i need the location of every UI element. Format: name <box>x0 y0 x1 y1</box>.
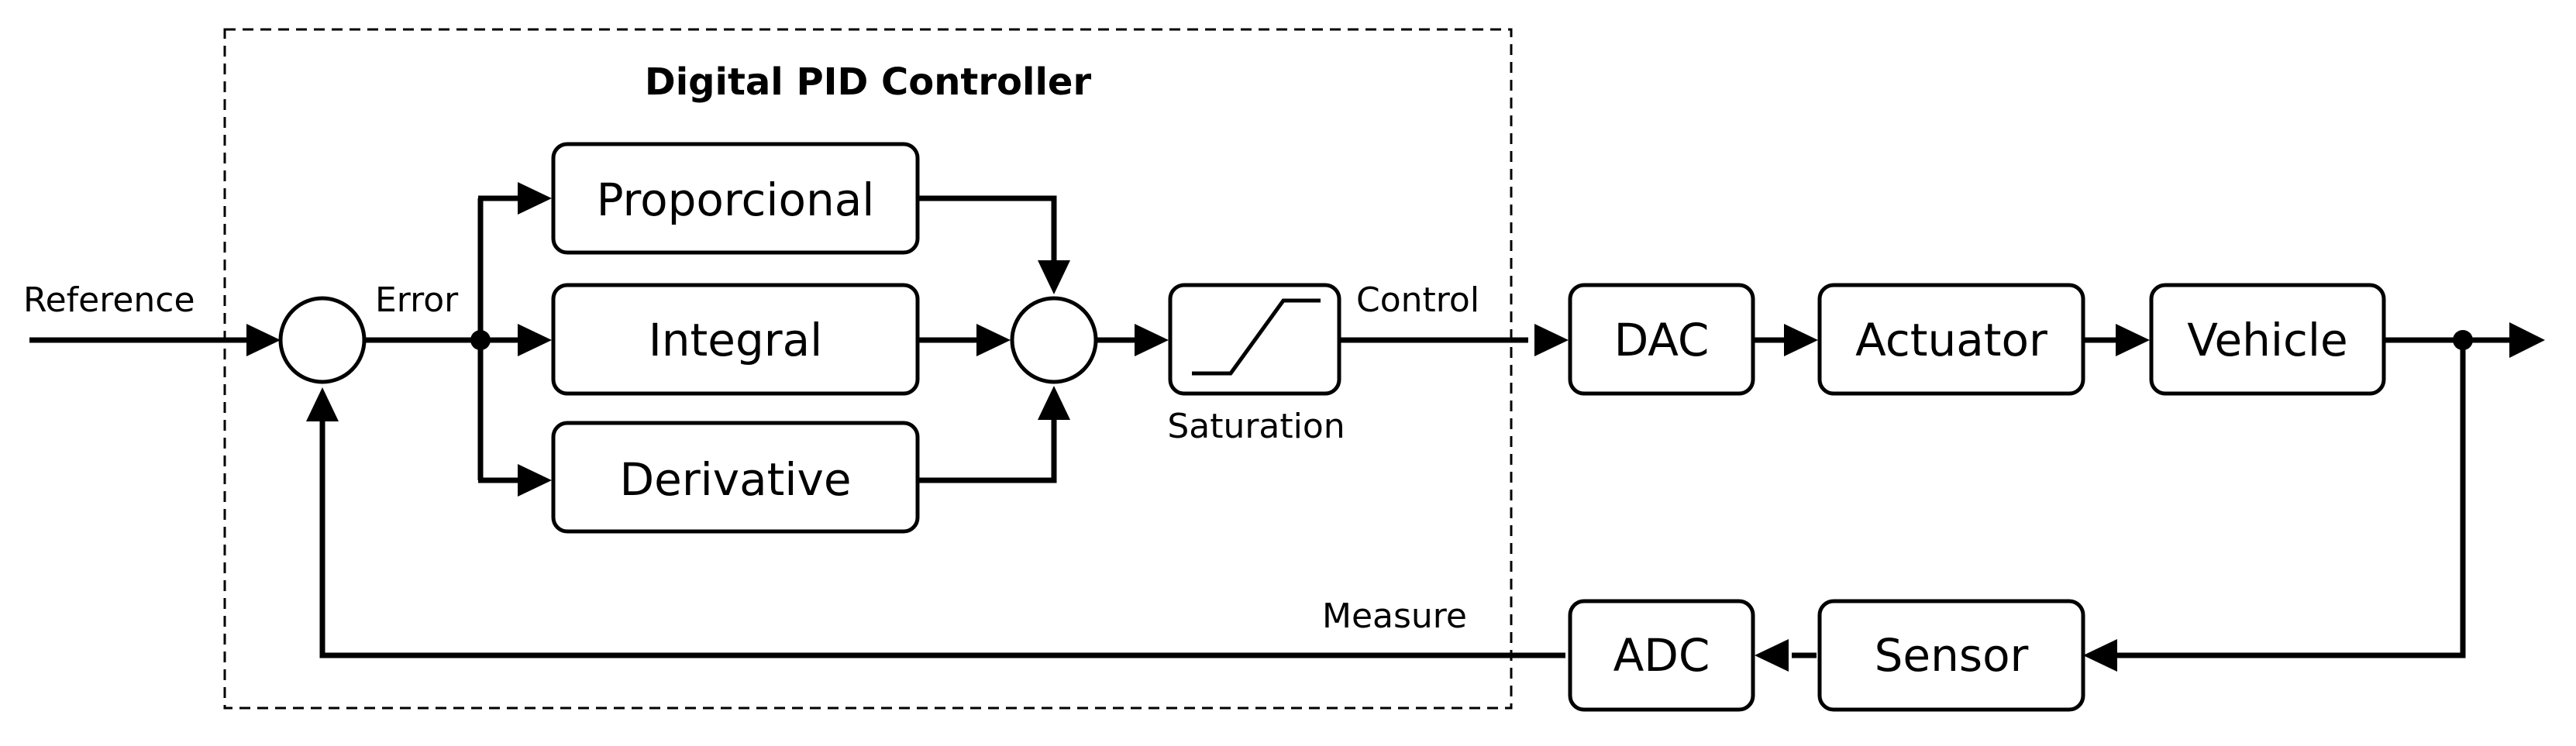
arrow-into-sum1 <box>246 324 281 356</box>
arrow-into-vehicle <box>2116 324 2150 356</box>
proportional-out-line <box>918 195 1057 260</box>
integral-block: Integral <box>551 283 920 396</box>
measure-line <box>319 420 1565 658</box>
saturation-curve-icon <box>1192 298 1321 376</box>
error-signal-label: Error <box>375 280 459 320</box>
arrow-into-integral <box>518 324 552 356</box>
arrow-output <box>2509 322 2545 358</box>
arrow-into-sensor <box>2083 639 2117 672</box>
pid-summing-junction <box>1010 296 1098 384</box>
arrow-into-dac <box>1534 324 1569 356</box>
error-branch-dot <box>470 330 491 350</box>
control-signal-label: Control <box>1356 280 1479 320</box>
dac-label: DAC <box>1614 314 1710 366</box>
arrow-into-proportional <box>518 182 552 215</box>
error-summing-junction <box>278 296 367 384</box>
saturation-label: Saturation <box>1167 407 1345 446</box>
arrow-measure-into-sum1 <box>306 387 339 421</box>
saturation-block: Saturation <box>1167 283 1345 446</box>
arrow-proportional-into-sum2 <box>1038 260 1070 294</box>
proportional-label: Proporcional <box>597 174 875 226</box>
vehicle-label: Vehicle <box>2187 314 2347 366</box>
controller-boundary <box>223 28 1513 710</box>
feedback-to-sensor-line <box>2116 340 2466 658</box>
sensor-label: Sensor <box>1875 629 2029 682</box>
proportional-block: Proporcional <box>551 142 920 255</box>
arrow-derivative-into-sum2 <box>1038 386 1070 420</box>
reference-signal-label: Reference <box>23 280 195 320</box>
arrowheads <box>246 182 2545 672</box>
arrow-integral-into-sum2 <box>976 324 1011 356</box>
derivative-block: Derivative <box>551 421 920 534</box>
dac-block: DAC <box>1568 283 1755 396</box>
derivative-out-line <box>918 420 1057 483</box>
derivative-label: Derivative <box>619 453 851 506</box>
vehicle-block: Vehicle <box>2149 283 2386 396</box>
output-branch-dot <box>2453 330 2473 350</box>
arrow-into-actuator <box>1784 324 1818 356</box>
arrow-into-adc <box>1755 639 1789 672</box>
arrow-into-derivative <box>518 464 552 497</box>
adc-label: ADC <box>1613 629 1710 682</box>
integral-label: Integral <box>649 314 823 366</box>
arrow-into-saturation <box>1135 324 1169 356</box>
sensor-block: Sensor <box>1817 599 2085 712</box>
controller-title: Digital PID Controller <box>645 60 1092 104</box>
actuator-block: Actuator <box>1817 283 2085 396</box>
actuator-label: Actuator <box>1855 314 2047 366</box>
measure-signal-label: Measure <box>1322 596 1467 636</box>
adc-block: ADC <box>1568 599 1755 712</box>
